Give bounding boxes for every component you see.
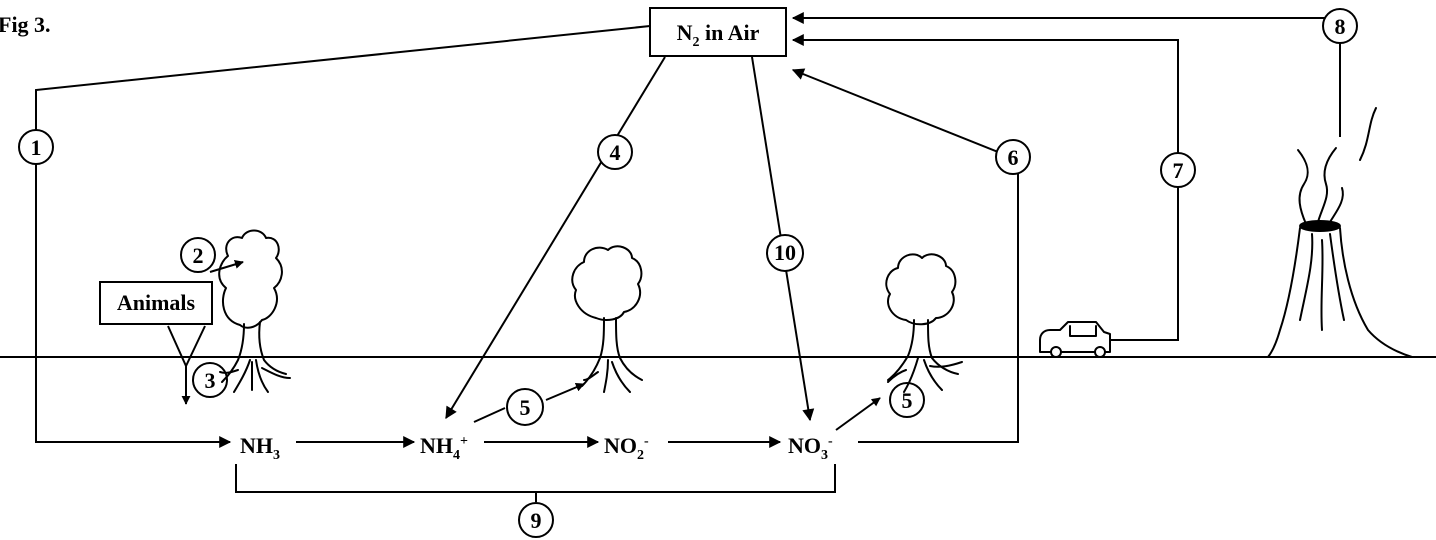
animals-box: Animals [99, 281, 213, 325]
compound-nh4: NH4+ [420, 433, 468, 463]
svg-text:4: 4 [610, 140, 621, 165]
svg-text:9: 9 [531, 508, 542, 533]
svg-text:1: 1 [31, 135, 42, 160]
path-9-bracket [235, 464, 836, 493]
compound-no3: NO3- [788, 433, 833, 463]
marker-9: 9 [518, 502, 554, 538]
marker-1: 1 [18, 129, 54, 165]
air-box: N2 in Air [649, 7, 787, 57]
compound-nh3: NH3 [240, 433, 280, 463]
figure-label: Fig 3. [0, 12, 51, 37]
svg-text:6: 6 [1008, 145, 1019, 170]
marker-5a: 5 [506, 388, 544, 426]
svg-text:10: 10 [774, 240, 796, 265]
marker-6: 6 [995, 139, 1031, 175]
tree-1-illustration [218, 229, 291, 393]
path-5a-arrow [473, 407, 506, 423]
path-5b-arrow [835, 397, 881, 431]
marker-5b: 5 [889, 382, 925, 418]
tree-2-illustration [571, 245, 643, 393]
svg-text:5: 5 [902, 388, 913, 413]
path-5a-to-roots [545, 382, 585, 401]
path-8-line [791, 12, 1341, 137]
marker-7: 7 [1160, 152, 1196, 188]
path-2-arrow [209, 260, 244, 273]
path-4-line [445, 56, 666, 420]
marker-3: 3 [192, 362, 228, 398]
marker-2: 2 [180, 237, 216, 273]
svg-text:2: 2 [193, 243, 204, 268]
marker-10: 10 [766, 234, 804, 272]
svg-text:8: 8 [1335, 14, 1346, 39]
path-3-left-line [167, 325, 187, 367]
compound-no2: NO2- [604, 433, 649, 463]
svg-text:7: 7 [1173, 158, 1184, 183]
tree-3-illustration [885, 253, 963, 393]
path-1-line [35, 25, 651, 448]
volcano-illustration [1267, 107, 1413, 358]
air-box-label: N2 in Air [677, 20, 760, 50]
marker-4: 4 [597, 134, 633, 170]
svg-text:3: 3 [205, 368, 216, 393]
animals-box-label: Animals [117, 290, 196, 315]
path-7-line [791, 34, 1179, 341]
marker-8: 8 [1322, 8, 1358, 44]
svg-text:5: 5 [520, 395, 531, 420]
car-illustration [1039, 321, 1111, 358]
path-6-line [791, 68, 1019, 443]
path-3-right-line [185, 325, 206, 367]
